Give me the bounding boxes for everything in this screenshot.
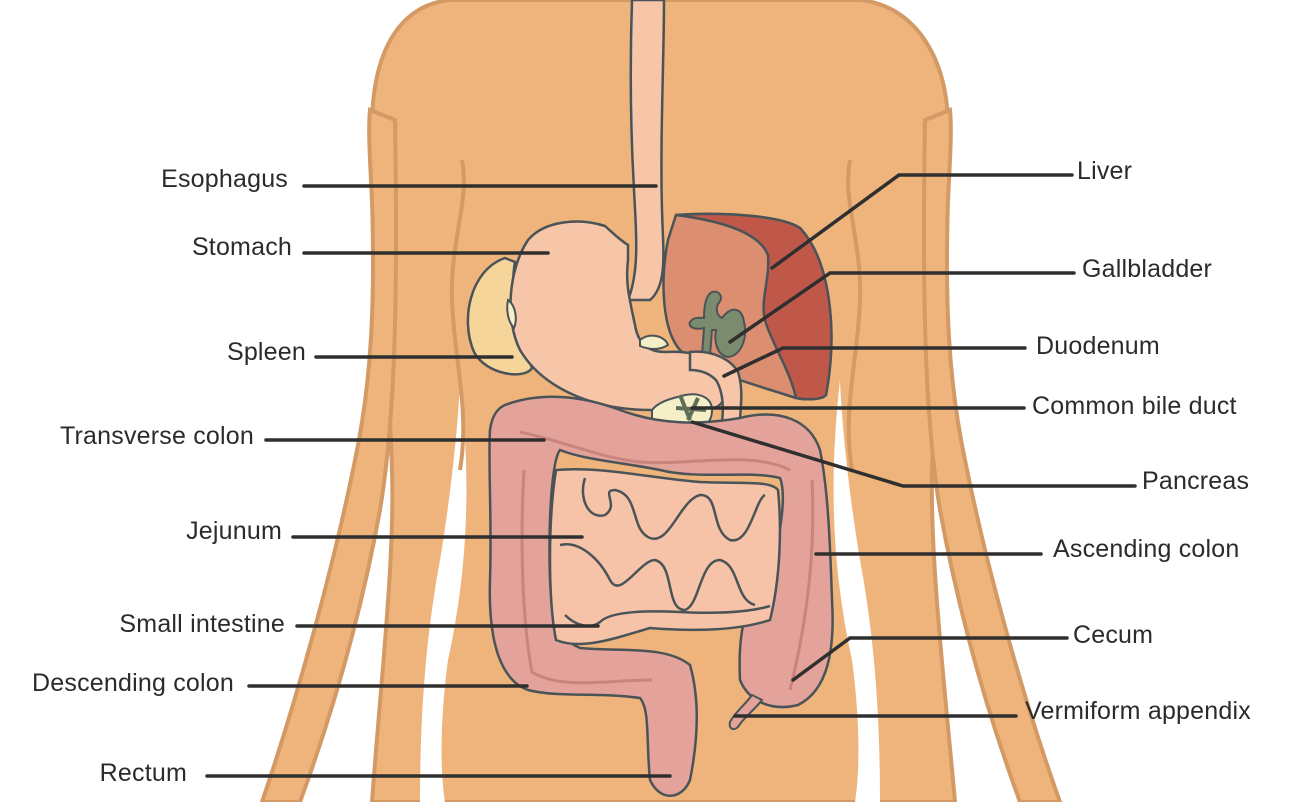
label-stomach: Stomach <box>191 233 292 261</box>
leader-line-liver <box>770 173 1074 270</box>
small-intestine-shape <box>548 467 782 646</box>
label-spleen: Spleen <box>226 338 306 366</box>
label-transverse-colon: Transverse colon <box>59 422 254 450</box>
label-esophagus: Esophagus <box>161 165 288 193</box>
label-gallbladder: Gallbladder <box>1082 255 1213 283</box>
leader-line-cecum <box>791 636 1069 682</box>
label-ascending-colon: Ascending colon <box>1053 535 1240 563</box>
label-vermiform-appendix: Vermiform appendix <box>1025 697 1251 725</box>
label-descending-colon: Descending colon <box>32 669 234 697</box>
label-common-bile-duct: Common bile duct <box>1032 392 1237 420</box>
label-liver: Liver <box>1077 157 1133 185</box>
label-cecum: Cecum <box>1073 621 1154 649</box>
leader-line-gallbladder <box>728 271 1076 344</box>
label-pancreas: Pancreas <box>1142 467 1250 495</box>
label-duodenum: Duodenum <box>1036 332 1160 360</box>
esophagus-shape <box>626 0 666 302</box>
appendix-shape <box>728 693 764 730</box>
leader-line-pancreas <box>690 420 1137 488</box>
label-jejunum: Jejunum <box>186 517 282 545</box>
leader-line-duodenum <box>722 346 1027 378</box>
leader-lines <box>205 173 1137 778</box>
label-rectum: Rectum <box>99 759 187 787</box>
label-small-intestine: Small intestine <box>119 610 285 638</box>
